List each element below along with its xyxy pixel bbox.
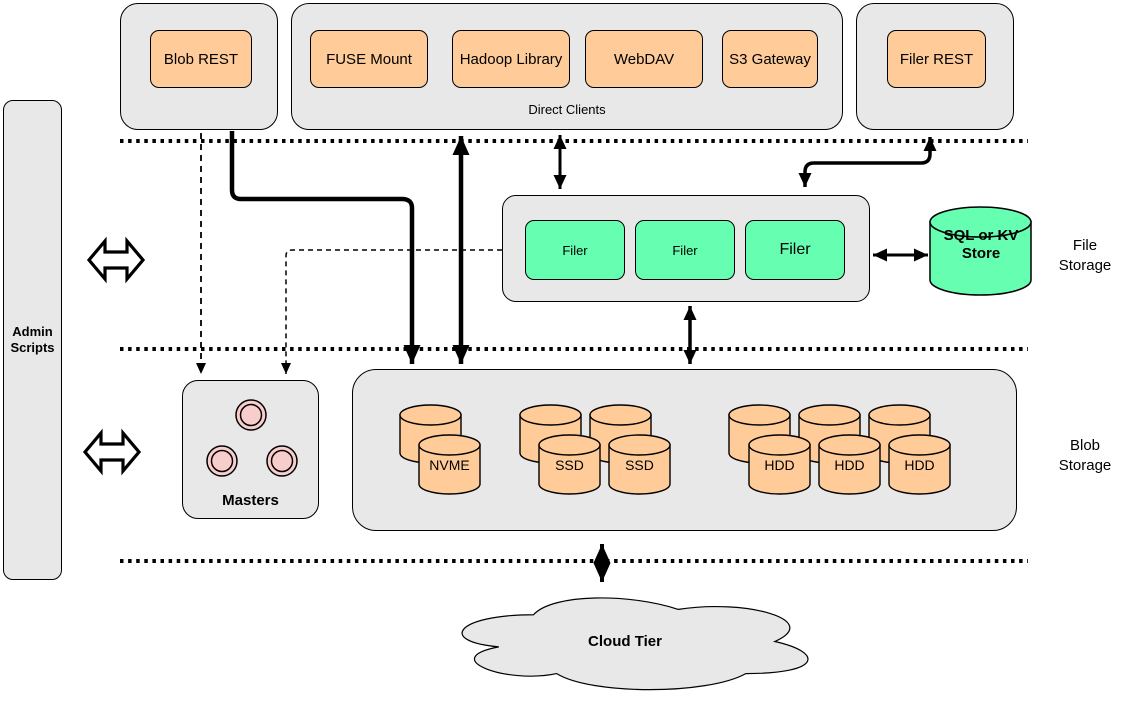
masters-label: Masters	[222, 492, 279, 509]
filer-box-1: Filer	[525, 220, 625, 280]
filer-rest-box: Filer REST	[887, 30, 986, 88]
blob-storage-section-label: Blob Storage	[1058, 437, 1112, 474]
file-storage-section-label: File Storage	[1058, 237, 1112, 274]
blob-rest-box: Blob REST	[150, 30, 252, 88]
filer-box-2: Filer	[635, 220, 735, 280]
nvme-volume-label: NVME	[429, 457, 470, 473]
hdd-volume-label-1: HDD	[764, 457, 795, 473]
s3-gateway-box: S3 Gateway	[722, 30, 818, 88]
admin-blob-storage-arrow	[82, 428, 142, 476]
hadoop-library-box: Hadoop Library	[452, 30, 570, 88]
admin-scripts-label: Admin Scripts	[10, 323, 55, 355]
hdd-volume-label-3: HDD	[904, 457, 935, 473]
cloud-tier-label: Cloud Tier	[588, 633, 662, 650]
ssd-volume-label-1: SSD	[555, 457, 584, 473]
sql-kv-store-label: SQL or KV Store	[943, 227, 1019, 262]
blob-rest-to-volume-servers-arrow	[229, 131, 421, 364]
admin-scripts-box: Admin Scripts	[3, 100, 62, 580]
webdav-box: WebDAV	[585, 30, 703, 88]
direct-clients-label: Direct Clients	[528, 102, 606, 117]
fuse-mount-box: FUSE Mount	[310, 30, 428, 88]
filer-box-3: Filer	[745, 220, 845, 280]
filer-rest-to-filer-arrow	[798, 137, 937, 187]
filer-to-masters-dashed-arrow	[281, 249, 502, 374]
ssd-volume-label-2: SSD	[625, 457, 654, 473]
admin-file-storage-arrow	[86, 236, 146, 284]
volume-servers-group	[352, 369, 1017, 531]
hdd-volume-label-2: HDD	[834, 457, 865, 473]
